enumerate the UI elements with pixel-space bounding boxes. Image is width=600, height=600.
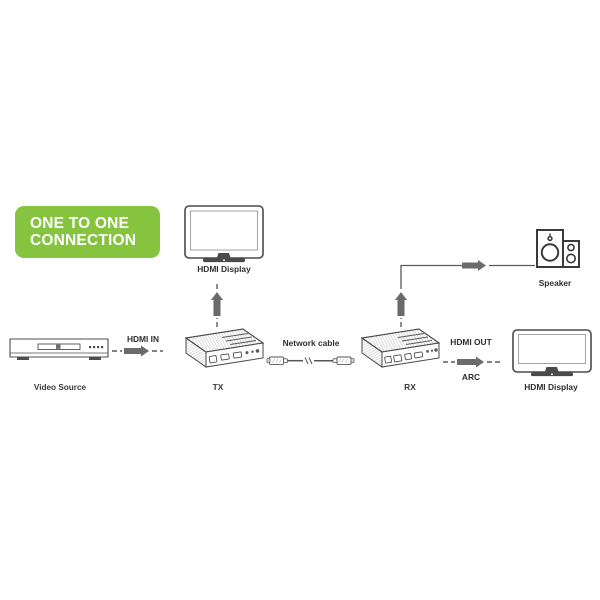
hdmi-in-label: HDMI IN [127,334,159,344]
rx-label: RX [404,382,416,392]
speaker-device [536,229,580,268]
video-source-label: Video Source [34,383,87,392]
hdmi-display-top [184,205,264,263]
network-cable-label: Network cable [283,338,340,348]
tx-label: TX [213,382,224,392]
badge-line-1: ONE TO ONE [30,215,130,232]
network-cable [266,356,355,365]
badge-line-2: CONNECTION [30,232,137,249]
rx-extender-device [360,328,441,368]
tx-to-display-arrow [211,281,223,327]
hdmi-out-connector [443,356,500,368]
hdmi-display-top-label: HDMI Display [197,264,251,274]
hdmi-display-right-label: HDMI Display [524,382,578,392]
one-to-one-connection-badge: ONE TO ONE CONNECTION [15,206,160,258]
hdmi-display-right [512,329,592,377]
rx-to-speaker-path [395,260,535,327]
video-source-device [9,338,109,360]
speaker-label: Speaker [539,278,572,288]
tx-extender-device [184,328,265,368]
hdmi-in-connector [112,345,163,357]
arc-label: ARC [462,372,480,382]
hdmi-out-label: HDMI OUT [450,337,492,347]
